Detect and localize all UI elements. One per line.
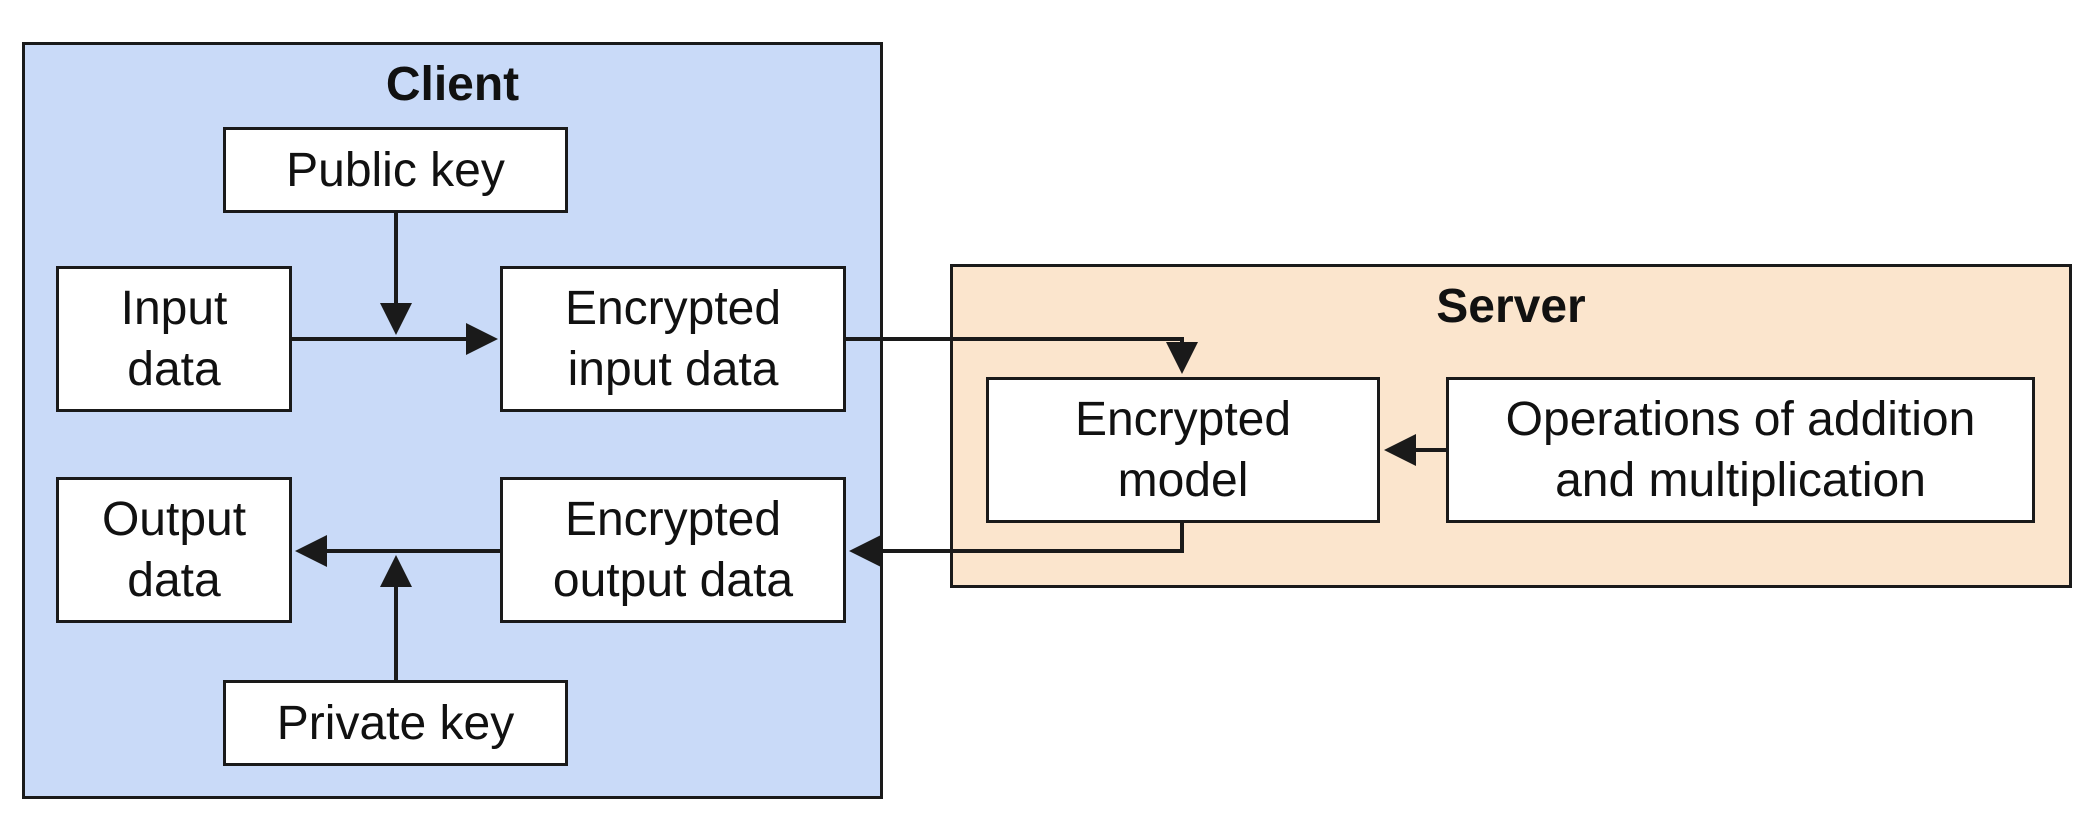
encrypted-input-data-box: Encrypted input data xyxy=(500,266,846,412)
output-data-label-line2: data xyxy=(127,554,221,607)
encrypted-output-data-label-line2: output data xyxy=(552,554,794,607)
encrypted-output-data-label-line1: Encrypted xyxy=(564,493,782,546)
private-key-label: Private key xyxy=(276,696,515,750)
client-title: Client xyxy=(385,58,520,111)
operations-box: Operations of addition and multiplicatio… xyxy=(1446,377,2035,523)
operations-label-line1: Operations of addition xyxy=(1505,393,1976,446)
server-title: Server xyxy=(1436,280,1586,333)
input-data-box: Input data xyxy=(56,266,292,412)
encrypted-input-data-label-line2: input data xyxy=(567,343,779,396)
public-key-label: Public key xyxy=(286,143,505,197)
private-key-box: Private key xyxy=(223,680,568,766)
operations-label-line2: and multiplication xyxy=(1555,454,1926,507)
output-data-box: Output data xyxy=(56,477,292,623)
public-key-box: Public key xyxy=(223,127,568,213)
input-data-label-line2: data xyxy=(127,343,221,396)
encrypted-model-label-line2: model xyxy=(1117,454,1249,507)
encrypted-model-box: Encrypted model xyxy=(986,377,1380,523)
encrypted-model-label-line1: Encrypted xyxy=(1074,393,1292,446)
encrypted-input-data-label-line1: Encrypted xyxy=(564,282,782,335)
output-data-label-line1: Output xyxy=(101,493,247,546)
encrypted-output-data-box: Encrypted output data xyxy=(500,477,846,623)
input-data-label-line1: Input xyxy=(120,282,228,335)
